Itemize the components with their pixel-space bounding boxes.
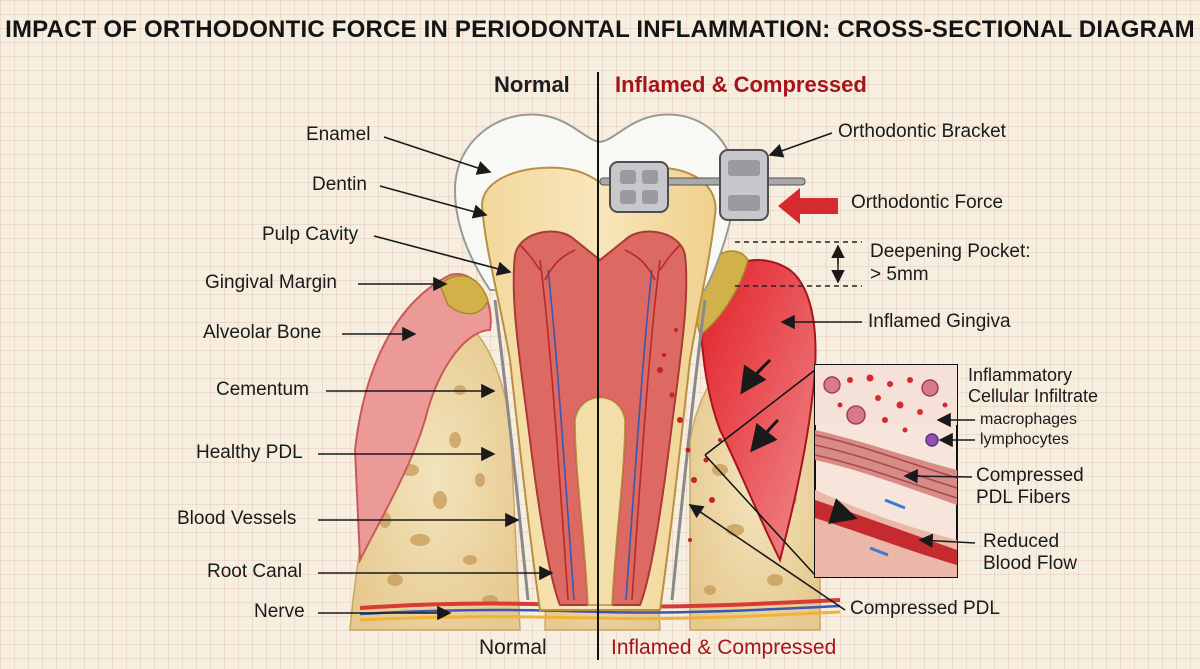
force-arrow-icon <box>778 188 838 224</box>
header-normal-bottom: Normal <box>479 636 547 659</box>
label-orthodontic-force: Orthodontic Force <box>851 192 1004 213</box>
label-cementum: Cementum <box>216 379 309 400</box>
label-nerve: Nerve <box>254 601 305 622</box>
label-healthy-pdl: Healthy PDL <box>196 442 303 463</box>
page-title: IMPACT OF ORTHODONTIC FORCE IN PERIODONT… <box>5 16 1195 43</box>
label-dentin: Dentin <box>312 174 367 195</box>
label-infiltrate-line2: Cellular Infiltrate <box>968 386 1099 406</box>
inset-magnification <box>704 364 958 578</box>
header-inflamed-top: Inflamed & Compressed <box>615 72 867 97</box>
normal-gingiva-shape <box>353 273 492 564</box>
left-leader-lines <box>318 136 554 621</box>
label-macrophages: macrophages <box>980 411 1077 428</box>
label-compressed-fibers-line2: PDL Fibers <box>976 487 1071 508</box>
label-compressed-fibers-line1: Compressed <box>976 465 1084 486</box>
label-alveolar-bone: Alveolar Bone <box>203 322 322 343</box>
label-orthodontic-bracket: Orthodontic Bracket <box>838 121 1006 142</box>
label-gingival-margin: Gingival Margin <box>205 272 337 293</box>
label-blood-vessels: Blood Vessels <box>177 508 297 529</box>
label-reduced-flow-line2: Blood Flow <box>983 553 1077 574</box>
header-normal-top: Normal <box>494 72 570 97</box>
label-deepening-pocket-value: > 5mm <box>870 264 929 285</box>
label-infiltrate-line1: Inflammatory <box>968 365 1073 385</box>
label-inflamed-gingiva: Inflamed Gingiva <box>868 311 1011 332</box>
header-inflamed-bottom: Inflamed & Compressed <box>611 636 837 659</box>
label-deepening-pocket: Deepening Pocket: <box>870 241 1031 262</box>
inflamed-gingiva-shape <box>698 259 817 563</box>
label-compressed-pdl: Compressed PDL <box>850 598 1000 619</box>
label-root-canal: Root Canal <box>207 561 303 582</box>
orthodontic-bracket-shape <box>599 149 806 221</box>
label-reduced-flow-line1: Reduced <box>983 531 1060 552</box>
label-pulp-cavity: Pulp Cavity <box>262 224 359 245</box>
label-enamel: Enamel <box>306 124 371 145</box>
right-leader-lines <box>688 132 976 611</box>
label-lymphocytes: lymphocytes <box>980 431 1069 448</box>
